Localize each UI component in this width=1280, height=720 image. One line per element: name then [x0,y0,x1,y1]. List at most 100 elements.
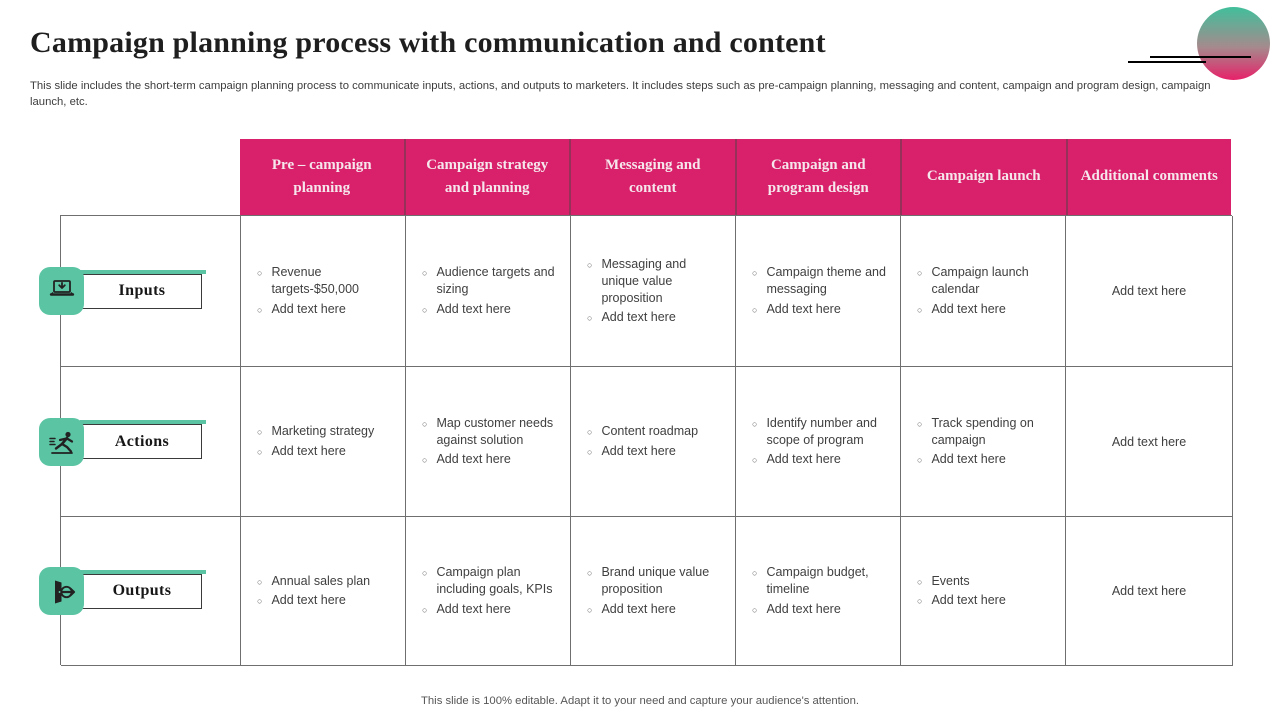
add-text-placeholder[interactable]: Add text here [601,601,676,616]
cell-outputs-strategy: ○Campaign plan including goals, KPIs ○ Ad… [406,517,571,666]
list-item[interactable]: ○Add text here [255,443,397,460]
cell-outputs-pre-campaign: ○Annual sales plan ○ Add text here [241,517,406,666]
list-item[interactable]: ○ Add text here [420,601,562,618]
bullet-marker: ○ [422,604,428,615]
add-text-placeholder[interactable]: Add text here [1111,584,1187,598]
list-item: ○Messaging and unique value proposition [587,256,687,306]
list-item[interactable]: ○Add text here [255,301,397,318]
list-item: ○Brand unique value proposition [587,565,710,597]
bullet-marker: ○ [422,418,428,429]
add-text-placeholder[interactable]: Add text here [766,301,841,316]
bullet-marker: ○ [917,268,923,279]
bullet-marker: ○ [257,576,263,587]
list-item[interactable]: ○ Add text here [915,451,1057,468]
add-text-placeholder[interactable]: Add text here [766,601,841,616]
list-item[interactable]: ○ Add text here [915,301,1057,318]
cell-outputs-comments[interactable]: Add text here [1066,517,1233,666]
list-item: ○Map customer needs against solution [422,415,554,447]
running-man-icon [39,417,84,466]
slide-description: This slide includes the short-term campa… [30,80,1211,108]
row-header-outputs: Outputs [39,517,241,666]
add-text-placeholder[interactable]: Add text here [931,452,1006,467]
column-header-program-design: Campaign and program design [734,139,900,215]
bullet-marker: ○ [257,427,263,438]
add-text-placeholder[interactable]: Add text here [271,443,346,458]
list-item[interactable]: ○ Add text here [255,592,397,609]
add-text-placeholder[interactable]: Add text here [436,452,511,467]
column-header-pre-campaign-planning: Pre – campaign planning [240,139,404,215]
bullet-marker: ○ [917,304,923,315]
bullet-marker: ○ [422,568,428,579]
table-body: Inputs ○Revenue targets-$50,000 ○Add tex… [39,215,1233,666]
cell-outputs-program-design: ○Campaign budget, timeline ○Add text her… [736,517,901,666]
bullet-marker: ○ [752,268,758,279]
list-item[interactable]: ○ Add text here [915,592,1057,609]
add-text-placeholder[interactable]: Add text here [436,601,511,616]
list-item: ○Identify number and scope of program [752,415,877,447]
door-exit-icon [39,567,84,615]
decorative-line [1150,56,1251,58]
column-header-messaging-content: Messaging and content [569,139,735,215]
list-item[interactable]: ○ Add text here [585,601,727,618]
add-text-placeholder[interactable]: Add text here [931,301,1006,316]
add-text-placeholder[interactable]: Add text here [271,301,346,316]
add-text-placeholder[interactable]: Add text here [271,593,346,607]
row-label-actions: Actions [82,424,202,459]
laptop-download-icon [39,267,84,315]
cell-actions-pre-campaign: ○Marketing strategy ○Add text here [241,367,406,517]
cell-inputs-program-design: ○Campaign theme and messaging ○ Add text … [736,216,901,367]
cell-inputs-strategy: ○Audience targets and sizing ○Add text h… [406,216,571,367]
bullet-marker: ○ [587,427,593,438]
list-item[interactable]: ○Add text here [750,601,892,618]
list-item: ○Revenue targets-$50,000 [257,265,359,297]
column-header-campaign-launch: Campaign launch [900,139,1066,215]
list-item[interactable]: ○ Add text here [750,301,892,318]
add-text-placeholder[interactable]: Add text here [931,593,1006,607]
bullet-marker: ○ [422,455,428,466]
list-item: ○Marketing strategy [257,424,375,439]
label-accent-bar [80,569,206,574]
add-text-placeholder[interactable]: Add text here [1111,284,1187,298]
bullet-marker: ○ [752,455,758,466]
list-item[interactable]: ○ Add text here [585,309,727,326]
outputs-label-widget: Outputs [39,567,206,615]
cell-inputs-comments[interactable]: Add text here [1066,216,1233,367]
bullet-marker: ○ [587,446,593,457]
decorative-line [1128,61,1206,63]
bullet-marker: ○ [752,418,758,429]
list-item[interactable]: ○ Add text here [420,451,562,468]
bullet-marker: ○ [752,304,758,315]
cell-actions-launch: ○Track spending on campaign ○Add text he… [901,367,1066,517]
add-text-placeholder[interactable]: Add text here [601,310,676,325]
list-item: ○Campaign theme and messaging [752,265,886,297]
add-text-placeholder[interactable]: Add text here [766,452,841,467]
list-item: ○Annual sales plan [257,573,371,588]
cell-actions-comments[interactable]: Add text here [1066,367,1233,517]
add-text-placeholder[interactable]: Add text here [601,443,676,458]
bullet-marker: ○ [917,455,923,466]
list-item[interactable]: ○ Add text here [420,301,562,318]
bullet-marker: ○ [257,268,263,279]
list-item[interactable]: ○ Add text here [585,443,727,460]
bullet-marker: ○ [587,568,593,579]
bullet-marker: ○ [587,259,593,270]
bullet-marker: ○ [752,568,758,579]
column-header-additional-comments: Additional comments [1065,139,1231,215]
list-item: ○Campaign plan including goals, KPIs [422,565,553,597]
bullet-marker: ○ [422,304,428,315]
bullet-marker: ○ [917,596,923,606]
cell-inputs-pre-campaign: ○Revenue targets-$50,000 ○Add text here [241,216,406,367]
bullet-marker: ○ [587,313,593,324]
cell-actions-strategy: ○Map customer needs against solution ○ Ad… [406,367,571,517]
list-item[interactable]: ○ Add text here [750,451,892,468]
add-text-placeholder[interactable]: Add text here [1111,434,1187,449]
label-accent-bar [80,420,206,424]
table-header-row: Pre – campaign planning Campaign strateg… [240,139,1231,215]
bullet-marker: ○ [257,596,263,606]
bullet-marker: ○ [917,418,923,429]
add-text-placeholder[interactable]: Add text here [436,301,511,316]
label-accent-bar [80,269,206,274]
page-title: Campaign planning process with communica… [30,26,826,59]
list-item: ○Campaign launch calendar [917,265,1029,297]
bullet-marker: ○ [587,604,593,615]
